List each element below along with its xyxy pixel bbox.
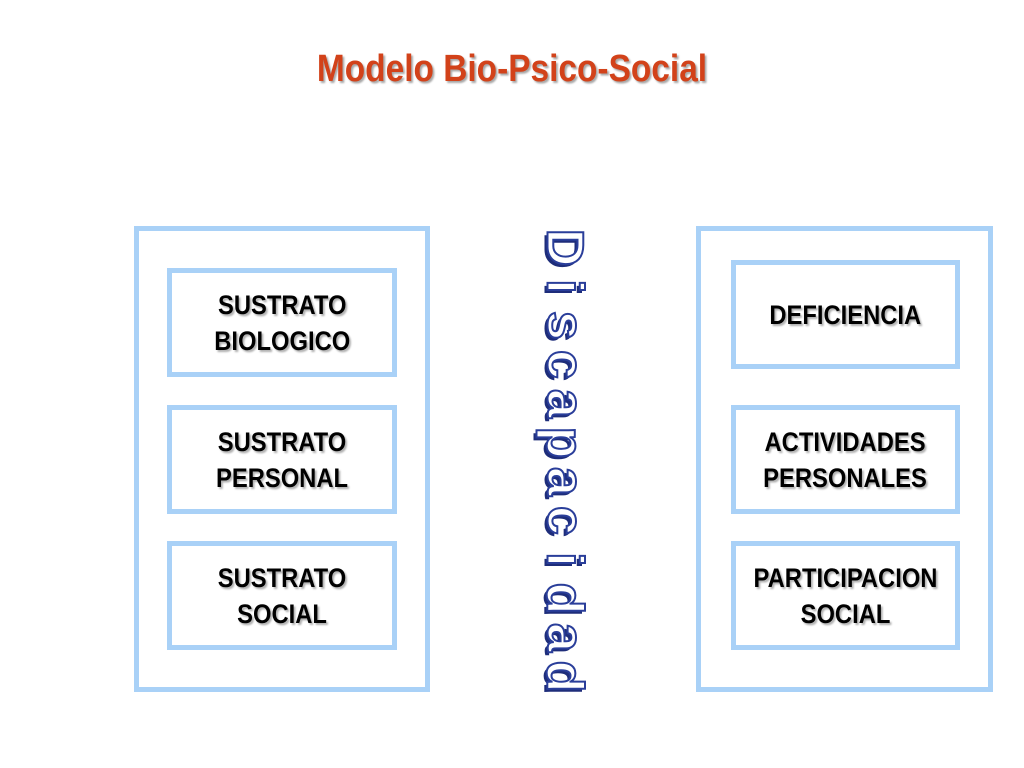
box-label: ACTIVIDADES PERSONALES	[763, 426, 928, 493]
center-word-letter: p	[534, 426, 594, 460]
box-participacion-social: PARTICIPACION SOCIAL	[731, 541, 960, 650]
center-word-letter: s	[534, 310, 594, 341]
slide-title: Modelo Bio-Psico-Social	[316, 48, 708, 90]
center-word-letter: c	[534, 505, 594, 536]
box-label: SUSTRATO BIOLOGICO	[214, 289, 350, 356]
box-label: PARTICIPACION SOCIAL	[753, 562, 938, 629]
box-sustrato-social: SUSTRATO SOCIAL	[167, 541, 397, 650]
box-label: SUSTRATO PERSONAL	[215, 426, 349, 493]
center-word-letter: D	[535, 228, 595, 268]
center-word-letter: a	[534, 622, 594, 653]
box-label: SUSTRATO SOCIAL	[217, 562, 347, 629]
center-word-letter: c	[534, 349, 594, 380]
box-label: DEFICIENCIA	[769, 299, 922, 330]
center-word-letter: a	[534, 466, 594, 497]
box-sustrato-biologico: SUSTRATO BIOLOGICO	[167, 268, 397, 377]
center-word-letter: i	[534, 551, 594, 567]
box-actividades-personales: ACTIVIDADES PERSONALES	[731, 405, 960, 514]
center-word-letter: d	[534, 660, 594, 694]
box-sustrato-personal: SUSTRATO PERSONAL	[167, 405, 397, 514]
center-word-letter: i	[534, 278, 594, 294]
center-word-letter: d	[534, 582, 594, 616]
center-word-letter: a	[534, 388, 594, 419]
box-deficiencia: DEFICIENCIA	[731, 260, 960, 369]
